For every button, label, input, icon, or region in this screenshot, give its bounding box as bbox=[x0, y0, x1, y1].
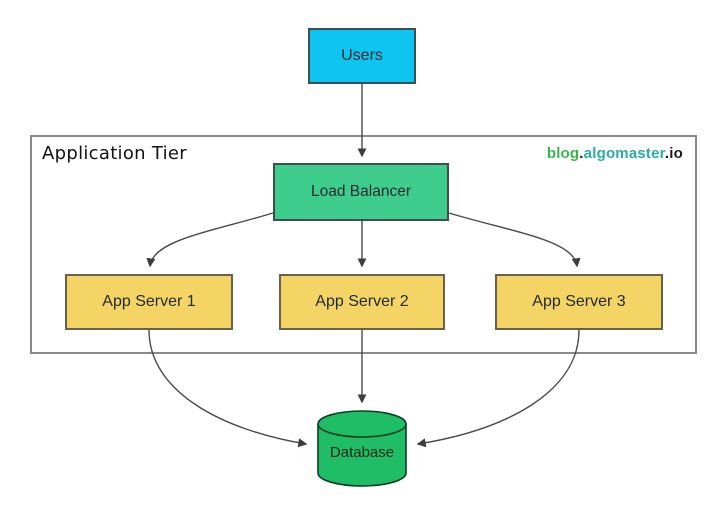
application-tier-container: Application Tier blog.algomaster.io bbox=[30, 135, 697, 354]
database-cylinder-body bbox=[317, 424, 407, 487]
watermark-algomaster: algomaster bbox=[583, 145, 665, 162]
node-users-label: Users bbox=[341, 47, 383, 64]
watermark-text: blog.algomaster.io bbox=[547, 145, 683, 162]
node-app-server-2: App Server 2 bbox=[279, 274, 445, 330]
node-database-label: Database bbox=[329, 444, 395, 461]
application-tier-label: Application Tier bbox=[42, 143, 188, 164]
node-load-balancer-label: Load Balancer bbox=[311, 183, 411, 200]
node-app-server-1-label: App Server 1 bbox=[102, 293, 196, 310]
node-app-server-3-label: App Server 3 bbox=[532, 293, 626, 310]
watermark-dot: . bbox=[664, 145, 670, 162]
node-app-server-2-label: App Server 2 bbox=[315, 293, 409, 310]
node-app-server-1: App Server 1 bbox=[65, 274, 233, 330]
watermark-blog: blog bbox=[546, 145, 580, 162]
node-app-server-3: App Server 3 bbox=[495, 274, 663, 330]
database-cylinder-top bbox=[317, 410, 407, 438]
database-cylinder-icon bbox=[317, 410, 407, 487]
node-users: Users bbox=[308, 28, 416, 84]
watermark-dot: . bbox=[579, 145, 584, 162]
node-load-balancer: Load Balancer bbox=[273, 163, 449, 221]
watermark-io: io bbox=[669, 145, 683, 162]
